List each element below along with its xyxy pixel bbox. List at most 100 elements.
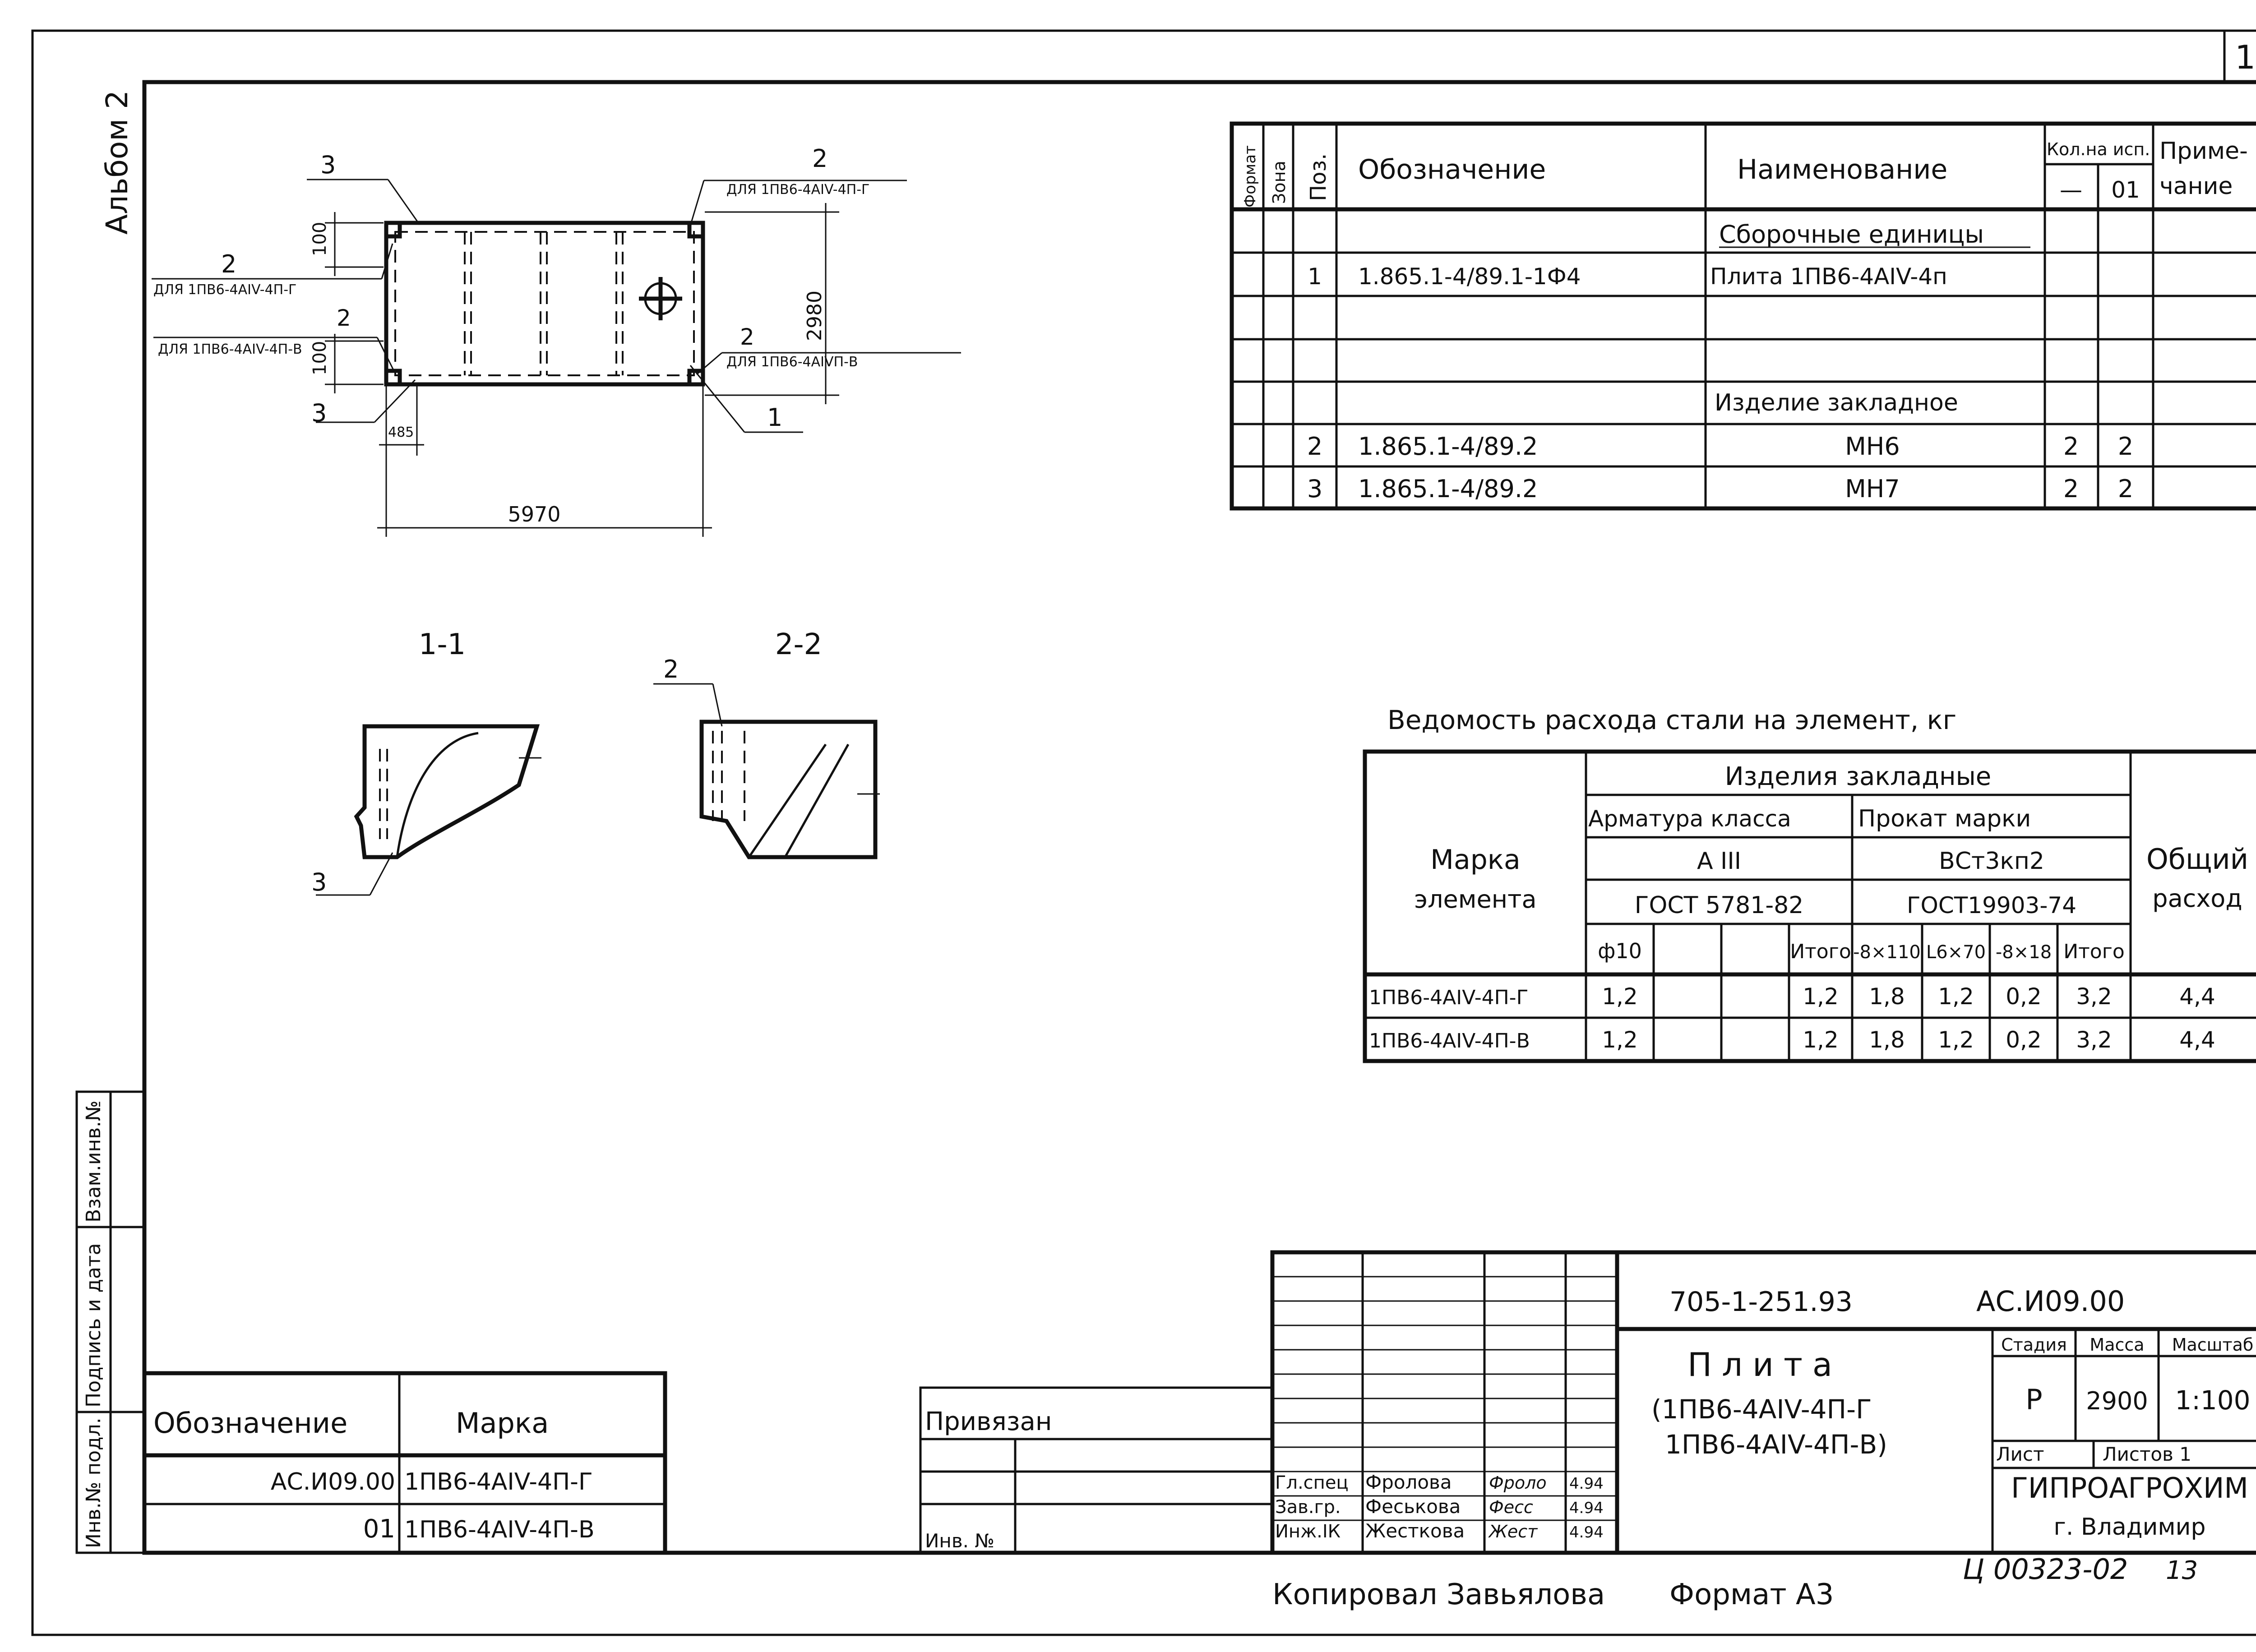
steel-row-0-total: 4,4 xyxy=(2179,983,2215,1010)
plan-dim-100-top: 100 xyxy=(310,222,330,256)
sheet-number-box xyxy=(2223,29,2256,83)
tb-p2-date: 4.94 xyxy=(1569,1523,1604,1541)
spec-table: Формат Зона Поз. Обозначение Наименовани… xyxy=(1230,121,2256,511)
tb-p2-sig: Жест xyxy=(1488,1522,1538,1541)
footer-format: Формат А3 xyxy=(1669,1578,1834,1611)
spec-h-qty-01: 01 xyxy=(2111,177,2140,203)
privyazan-label: Привязан xyxy=(925,1407,1052,1436)
tb-sub1: (1ПВ6-4АIV-4П-Г xyxy=(1651,1394,1872,1425)
steel-row-0-v7: 3,2 xyxy=(2076,983,2112,1010)
steel-row-0-v4: 1,8 xyxy=(1869,983,1905,1010)
tb-mass-h: Масса xyxy=(2090,1335,2144,1355)
privyazan-block: Привязан Инв. № xyxy=(919,1386,1274,1554)
slab-outline xyxy=(384,221,705,387)
steel-row-0-v0: 1,2 xyxy=(1602,983,1638,1010)
steel-row-1-total: 4,4 xyxy=(2179,1027,2215,1053)
album-label: Альбом 2 xyxy=(100,90,134,235)
tb-sheets-h: Листов 1 xyxy=(2103,1443,2191,1465)
tb-p1-role: Зав.гр. xyxy=(1275,1497,1341,1518)
spec-row-1-designation: 1.865.1-4/89.1-1Ф4 xyxy=(1358,263,1581,290)
steel-row-1-v4: 1,8 xyxy=(1869,1027,1905,1053)
tb-sheet-h: Лист xyxy=(1996,1443,2044,1465)
marks-row-0-d: АС.И09.00 xyxy=(271,1468,395,1495)
plan-pos-2-tl: 2 xyxy=(221,250,236,278)
steel-title: Ведомость расхода стали на элемент, кг xyxy=(1387,705,1956,735)
tb-scale-h: Масштаб xyxy=(2172,1335,2254,1355)
sheet-number: 12 xyxy=(2235,38,2256,76)
steel-sub-6: -8×18 xyxy=(1996,942,2052,963)
privyazan-inv: Инв. № xyxy=(925,1530,994,1552)
marks-row-0-m: 1ПВ6-4АIV-4П-Г xyxy=(404,1468,593,1495)
steel-rolled: Прокат марки xyxy=(1858,805,2031,832)
steel-rebar-gost: ГОСТ 5781-82 xyxy=(1635,892,1804,919)
spec-row-1-pos: 1 xyxy=(1308,263,1322,290)
tb-p0-name: Фролова xyxy=(1365,1471,1452,1493)
plan-dim-485: 485 xyxy=(388,425,414,440)
section-1-pos-3: 3 xyxy=(311,868,327,896)
spec-row-5-q1: 2 xyxy=(2063,432,2079,461)
section-2-2: 2-2 2 xyxy=(653,628,880,859)
tb-org2: г. Владимир xyxy=(2054,1514,2206,1541)
steel-row-0-v5: 1,2 xyxy=(1938,983,1974,1010)
steel-row-1-v5: 1,2 xyxy=(1938,1027,1974,1053)
spec-h-zone: Зона xyxy=(1269,161,1289,204)
steel-table: Ведомость расхода стали на элемент, кг И… xyxy=(1363,705,2256,1063)
plan-pos-2-tr: 2 xyxy=(812,144,828,173)
plan-view: 3 2 ДЛЯ 1ПВ6-4АIV-4П-Г 2 ДЛЯ 1ПВ6-4АIV-4… xyxy=(152,144,961,537)
spec-h-qty: Кол.на исп. xyxy=(2047,139,2150,159)
steel-row-0-v3: 1,2 xyxy=(1803,983,1839,1010)
tb-title: Плита xyxy=(1687,1346,1842,1384)
tb-doc: АС.И09.00 xyxy=(1976,1285,2125,1318)
plan-note-mr: ДЛЯ 1ПВ6-4АIVП-В xyxy=(726,354,858,370)
spec-row-5-pos: 2 xyxy=(1307,432,1322,461)
plan-note-tr: ДЛЯ 1ПВ6-4АIV-4П-Г xyxy=(726,182,869,198)
footer-page: 13 xyxy=(2166,1556,2198,1585)
spec-row-6-q1: 2 xyxy=(2063,475,2079,503)
spec-row-4-name: Изделие закладное xyxy=(1715,389,1958,416)
tb-stage: Р xyxy=(2025,1383,2042,1416)
section-label-1: 1-1 xyxy=(419,628,466,661)
section-1-1: 1-1 3 xyxy=(311,628,541,896)
outer-border xyxy=(31,29,2256,1636)
spec-row-6-designation: 1.865.1-4/89.2 xyxy=(1358,475,1538,503)
tb-p0-sig: Фроло xyxy=(1489,1473,1547,1493)
marks-table: Обозначение Марка АС.И09.00 1ПВ6-4АIV-4П… xyxy=(142,1371,667,1555)
steel-rolled-grade: ВСт3кп2 xyxy=(1939,848,2044,875)
tb-p1-name: Феськова xyxy=(1365,1495,1461,1518)
strip-inv-podl: Инв.№ подл. xyxy=(82,1417,105,1548)
marks-col2: Марка xyxy=(456,1407,549,1440)
plan-dim-5970: 5970 xyxy=(508,502,560,526)
spec-row-0-name: Сборочные единицы xyxy=(1719,220,1984,249)
marks-col1: Обозначение xyxy=(153,1407,347,1440)
spec-h-qty-dash: — xyxy=(2060,177,2082,203)
tb-p2-role: Инж.IК xyxy=(1275,1521,1341,1542)
marks-row-1-m: 1ПВ6-4АIV-4П-В xyxy=(404,1516,595,1543)
steel-sub-0: ф10 xyxy=(1598,939,1642,963)
steel-row-1-v6: 0,2 xyxy=(2006,1027,2042,1053)
tb-p0-date: 4.94 xyxy=(1569,1475,1604,1493)
spec-row-5-designation: 1.865.1-4/89.2 xyxy=(1358,432,1538,461)
strip-vzam: Взам.инв.№ xyxy=(82,1100,105,1223)
steel-row-0-v6: 0,2 xyxy=(2006,983,2042,1010)
tb-mass: 2900 xyxy=(2086,1387,2148,1415)
tb-p0-role: Гл.спец xyxy=(1275,1472,1349,1493)
plan-note-ml: ДЛЯ 1ПВ6-4АIV-4П-В xyxy=(158,341,302,357)
steel-row-1-v7: 3,2 xyxy=(2076,1027,2112,1053)
plan-pos-2-mr: 2 xyxy=(740,324,754,350)
tb-scale: 1:100 xyxy=(2175,1385,2250,1416)
plan-pos-3-bottom: 3 xyxy=(311,399,327,427)
tb-stage-h: Стадия xyxy=(2001,1335,2067,1355)
steel-rebar-class: Арматура класса xyxy=(1588,806,1791,832)
plan-pos-1: 1 xyxy=(767,403,782,432)
spec-h-note: Приме-чание xyxy=(2159,138,2248,200)
tb-p1-date: 4.94 xyxy=(1569,1499,1604,1517)
footer-stamp: Ц 00323-02 xyxy=(1963,1553,2128,1586)
tb-p1-sig: Фесс xyxy=(1489,1497,1533,1517)
steel-row-1-v3: 1,2 xyxy=(1803,1027,1839,1053)
spec-h-name: Наименование xyxy=(1737,154,1947,185)
section-2-pos-2: 2 xyxy=(663,655,679,683)
strip-sign-date: Подпись и дата xyxy=(82,1243,105,1407)
